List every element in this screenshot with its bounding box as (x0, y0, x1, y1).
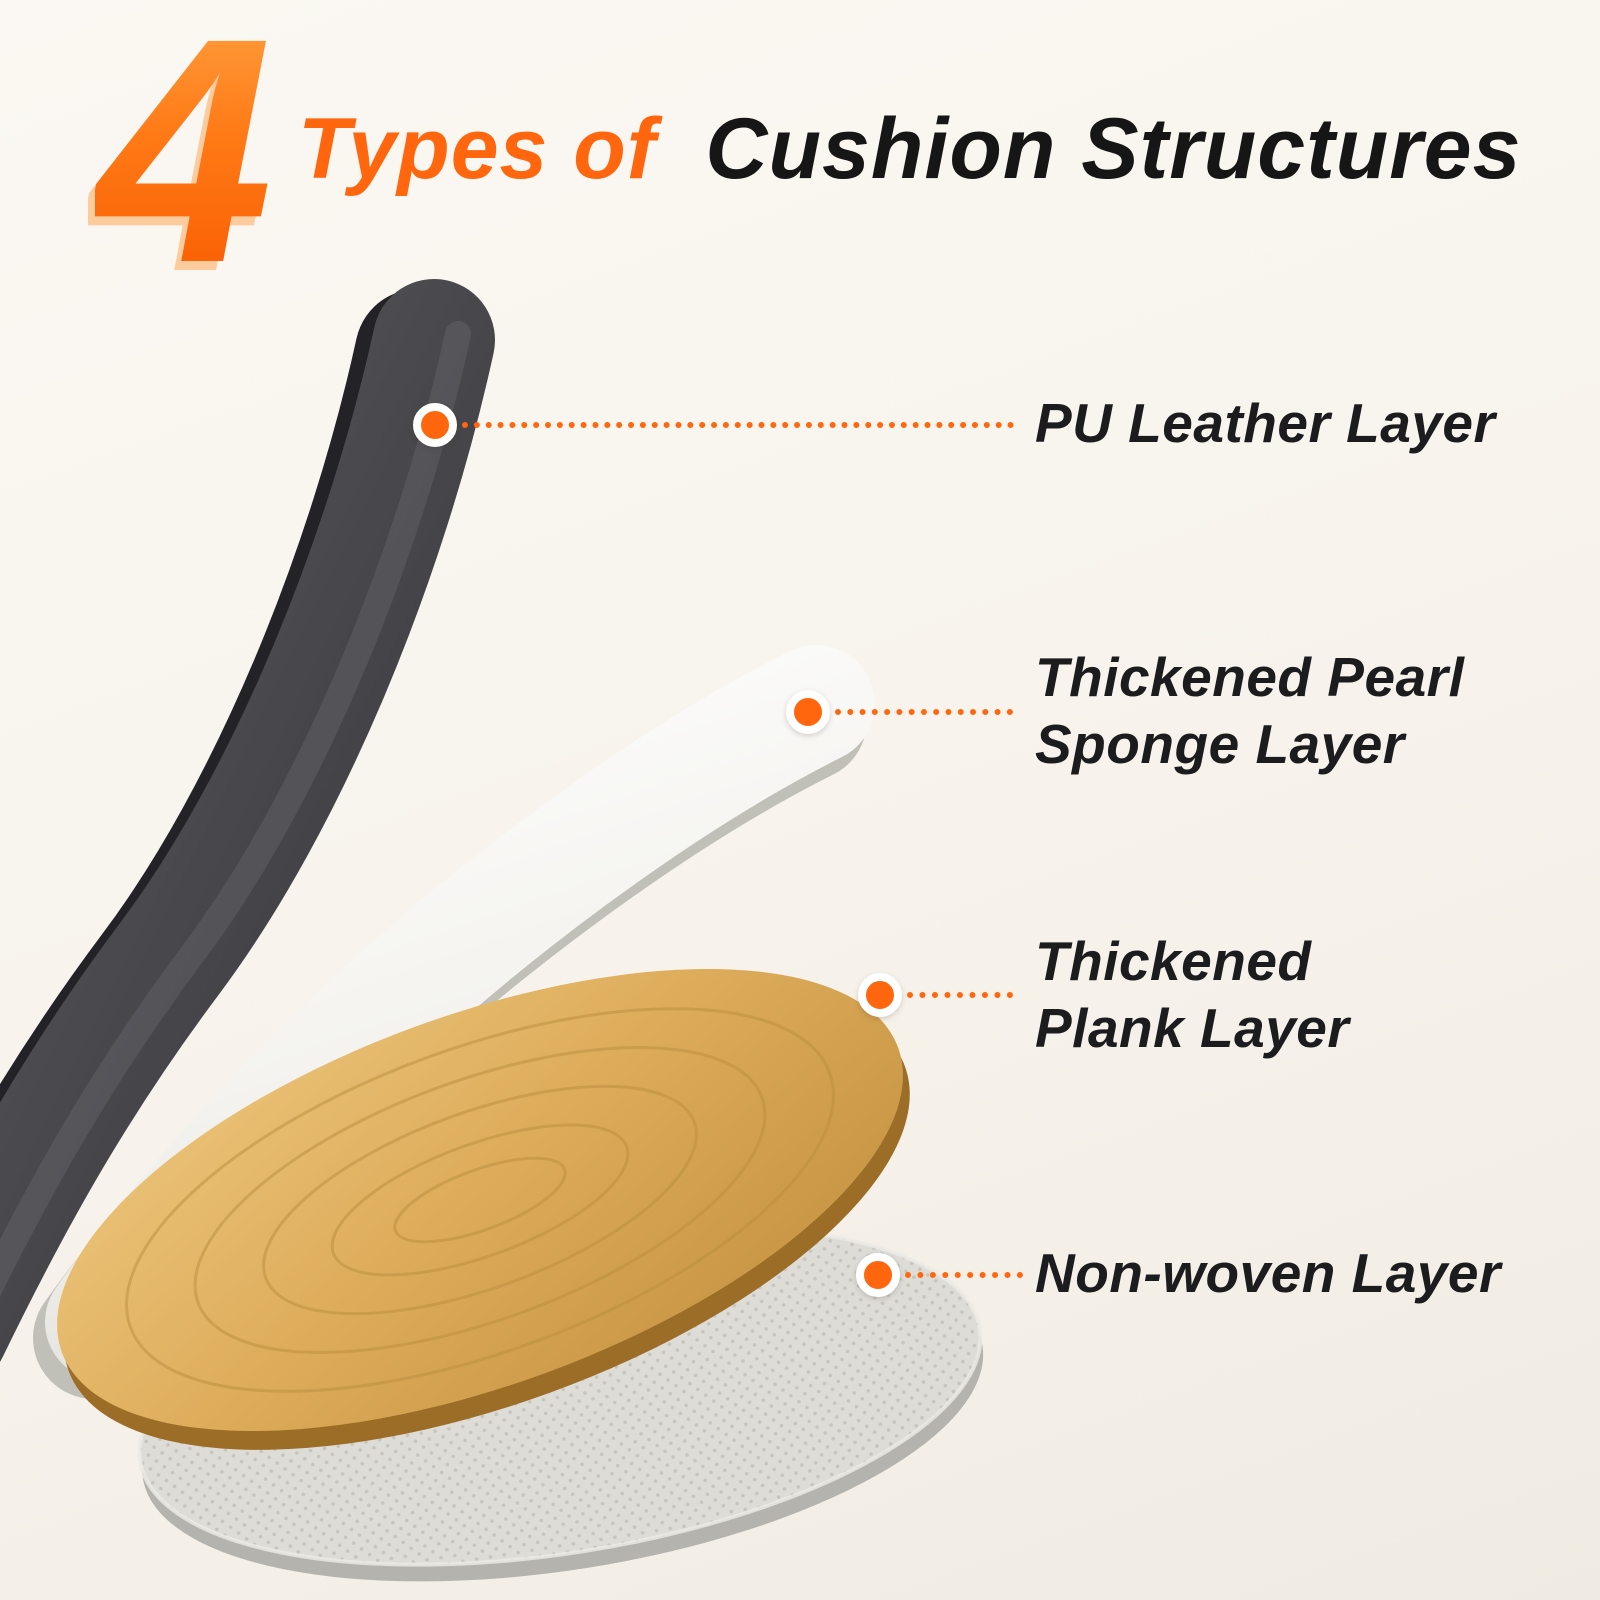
plank-layer-graphic (57, 968, 910, 1450)
wood-grain (125, 1007, 835, 1393)
pu-leather-layer-graphic (0, 279, 495, 1362)
